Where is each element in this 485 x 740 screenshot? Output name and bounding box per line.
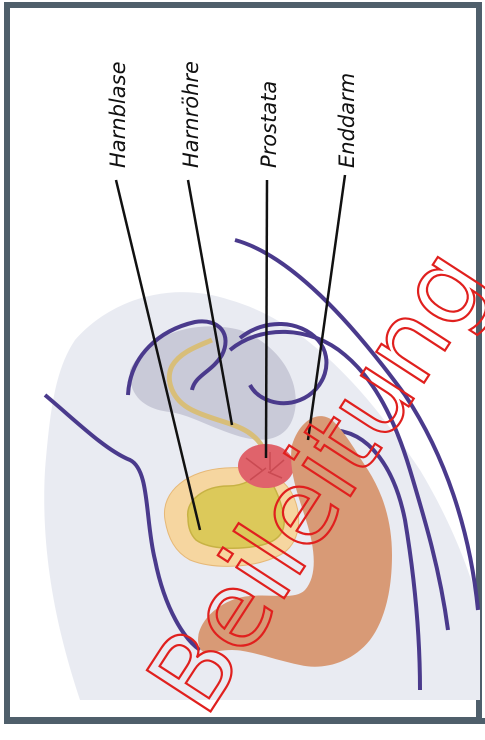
leader-line-prostate bbox=[266, 180, 267, 458]
label-prostate: Prostata bbox=[257, 81, 281, 168]
label-rectum: Enddarm bbox=[335, 73, 359, 168]
label-urethra: Harnröhre bbox=[179, 61, 203, 168]
label-bladder: Harnblase bbox=[106, 62, 130, 169]
